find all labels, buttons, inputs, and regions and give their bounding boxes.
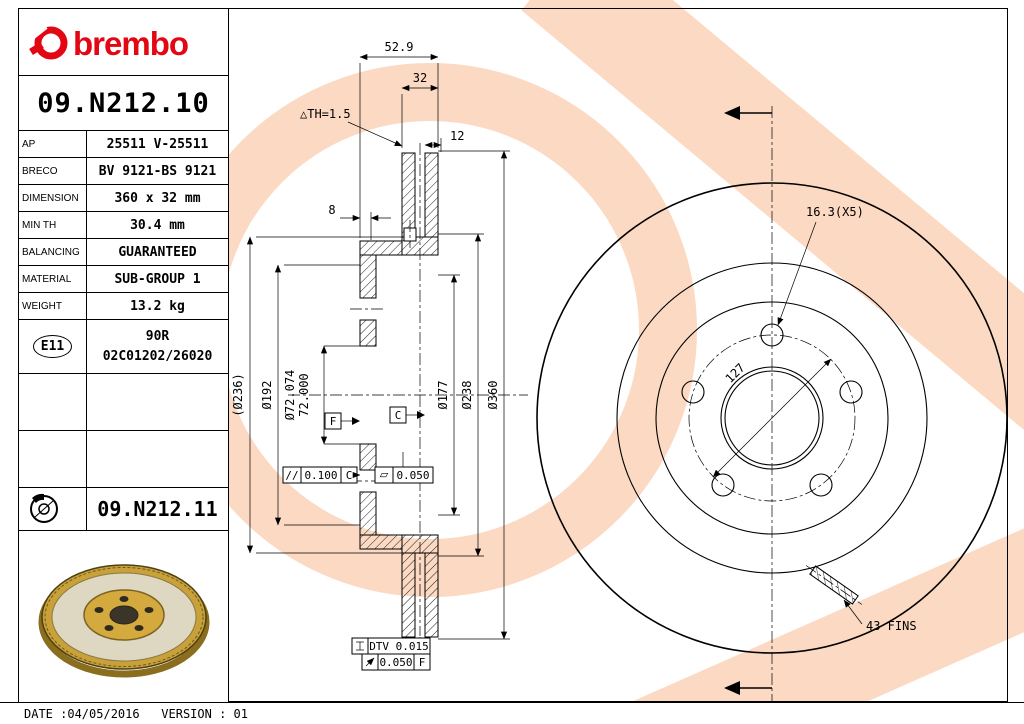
dim-d238: Ø238	[438, 233, 484, 557]
dim-min-th-label: △TH=1.5	[300, 107, 351, 121]
dim-pcd-label: 127	[723, 361, 748, 386]
dim-fins: 43 FINS	[843, 599, 917, 633]
cross-section-view	[288, 143, 528, 638]
dim-offset: 8	[328, 203, 391, 240]
brand-name: brembo	[73, 25, 188, 62]
dim-d177: Ø177	[436, 274, 460, 516]
brembo-logo: brembo	[29, 22, 189, 62]
alt-part-row: 09.N212.11	[19, 488, 228, 531]
dim-d192: Ø192	[260, 264, 360, 526]
spec-label: BRECO	[19, 158, 87, 184]
dim-bore-upper-label: Ø72.074	[283, 370, 297, 421]
spec-value: BV 9121-BS 9121	[98, 163, 217, 179]
homologation-row: E11 90R 02C01202/26020	[19, 320, 228, 374]
spec-row-material: MATERIAL SUB-GROUP 1	[19, 266, 228, 293]
spec-value: 360 x 32 mm	[114, 190, 201, 206]
spec-label: AP	[19, 131, 87, 157]
footer-text: DATE :04/05/2016 VERSION : 01	[24, 706, 248, 721]
spec-row-balancing: BALANCING GUARANTEED	[19, 239, 228, 266]
dtv-symbol-icon	[356, 641, 364, 651]
dim-min-th: △TH=1.5	[300, 107, 403, 147]
alt-part-number: 09.N212.11	[97, 497, 218, 521]
spec-value: GUARANTEED	[118, 244, 197, 260]
spec-row-dimension: DIMENSION 360 x 32 mm	[19, 185, 228, 212]
dim-d236: (Ø236)	[231, 236, 402, 554]
dtv-label: DTV 0.015	[369, 640, 429, 653]
parallelism-ref: C	[346, 469, 353, 482]
datum-f-label: F	[330, 415, 337, 428]
spec-label: DIMENSION	[19, 185, 87, 211]
homologation-value: 90R 02C01202/26020	[87, 320, 228, 373]
dim-d360: Ø360	[438, 150, 510, 640]
flatness-icon: ▱	[380, 468, 389, 481]
fcf-runout: 0.050 F	[361, 653, 431, 671]
datum-f: F	[324, 412, 360, 430]
homologation-line1: 90R	[145, 329, 170, 344]
dim-bore-lower-label: 72.000	[297, 373, 311, 416]
empty-row	[19, 431, 228, 488]
dim-bore: Ø72.074 72.000	[283, 345, 360, 445]
alt-part-icon-cell	[19, 488, 87, 530]
e11-cell: E11	[19, 320, 87, 373]
spec-row-min-th: MIN TH 30.4 mm	[19, 212, 228, 239]
spec-value: 25511 V-25511	[106, 136, 209, 152]
parallelism-icon: //	[285, 469, 298, 482]
datum-c: C	[389, 406, 425, 424]
spec-label: WEIGHT	[19, 293, 87, 319]
dim-thickness: 32	[401, 71, 439, 148]
parallelism-tol: 0.100	[304, 469, 337, 482]
spec-label: BALANCING	[19, 239, 87, 265]
runout-ref: F	[419, 656, 426, 669]
spec-value: SUB-GROUP 1	[114, 271, 201, 287]
footer-bar: DATE :04/05/2016 VERSION : 01	[0, 702, 1024, 724]
dim-overall-width: 52.9	[359, 40, 439, 238]
technical-drawing: 52.9 32 △TH=1.5 12 8	[231, 40, 1008, 702]
dim-d236-label: (Ø236)	[231, 373, 245, 416]
brake-disc-icon	[30, 493, 58, 523]
homologation-line2: 02C01202/26020	[102, 348, 213, 364]
dim-fins-label: 43 FINS	[866, 619, 917, 633]
e11-mark: E11	[32, 335, 73, 358]
spec-label: MIN TH	[19, 212, 87, 238]
spec-label: MATERIAL	[19, 266, 87, 292]
dim-bolt-holes: 16.3(X5)	[777, 205, 864, 326]
disc-illustration-row	[19, 531, 228, 702]
section-dimensions: 52.9 32 △TH=1.5 12 8	[231, 40, 510, 671]
spec-row-weight: WEIGHT 13.2 kg	[19, 293, 228, 320]
runout-icon	[365, 657, 375, 667]
dim-pad: 12	[424, 129, 464, 152]
spec-row-ap: AP 25511 V-25511	[19, 131, 228, 158]
dim-d192-label: Ø192	[260, 381, 274, 410]
dim-thickness-label: 32	[413, 71, 427, 85]
disc-illustration	[38, 563, 209, 677]
fcf-dtv: DTV 0.015	[351, 637, 431, 655]
dim-d360-label: Ø360	[486, 381, 500, 410]
brembo-logo-mark	[29, 22, 68, 60]
dim-pad-label: 12	[450, 129, 464, 143]
dim-d177-label: Ø177	[436, 381, 450, 410]
spec-value: 30.4 mm	[130, 217, 185, 233]
dim-bolt-holes-label: 16.3(X5)	[806, 205, 864, 219]
dim-offset-label: 8	[328, 203, 335, 217]
section-arrow-top	[724, 106, 772, 120]
fcf-parallelism: // 0.100 C	[282, 466, 361, 484]
spec-panel: brembo 09.N212.10 AP 25511 V-25511 BRECO…	[18, 8, 229, 702]
flatness-tol: 0.050	[396, 469, 429, 482]
spec-value: 13.2 kg	[130, 298, 185, 314]
dim-overall-width-label: 52.9	[385, 40, 414, 54]
front-view: 16.3(X5) 127 43 FINS	[536, 106, 1008, 702]
dim-d238-label: Ø238	[460, 381, 474, 410]
datum-c-label: C	[395, 409, 402, 422]
spec-row-breco: BRECO BV 9121-BS 9121	[19, 158, 228, 185]
section-arrow-bottom	[724, 681, 772, 695]
part-number: 09.N212.10	[19, 76, 228, 131]
empty-row	[19, 374, 228, 431]
runout-tol: 0.050	[379, 656, 412, 669]
brand-logo-row: brembo	[19, 9, 228, 76]
fin-detail	[805, 565, 863, 605]
fcf-flatness: ▱ 0.050	[374, 452, 434, 484]
alt-part-number-cell: 09.N212.11	[87, 488, 228, 530]
